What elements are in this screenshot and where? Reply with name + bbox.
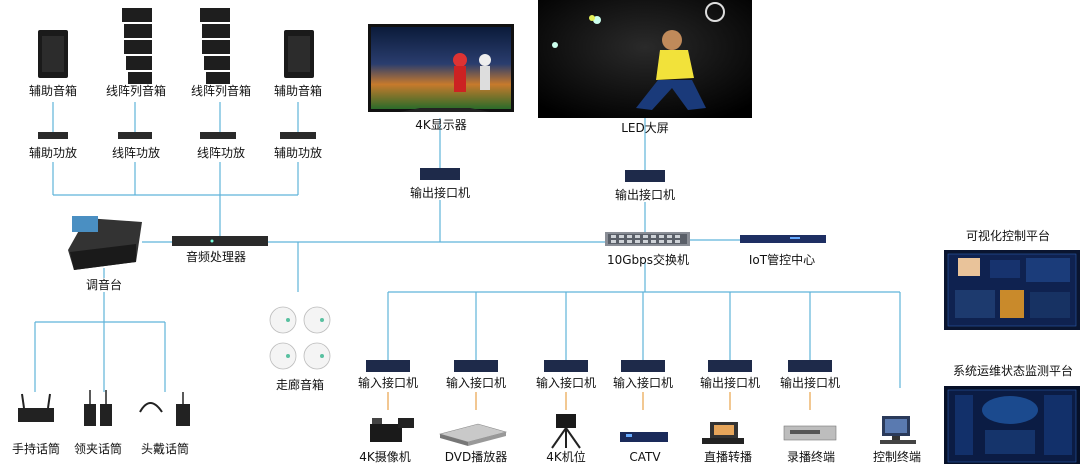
aux-speaker-left-label: 辅助音箱 (28, 84, 78, 98)
camera-4k-icon (370, 418, 414, 442)
output-box-1-label: 输出接口机 (409, 186, 471, 200)
led-screen-icon (538, 0, 752, 118)
camera-4k-label: 4K摄像机 (359, 450, 411, 464)
connection-lines (34, 102, 901, 392)
catv-label: CATV (629, 450, 661, 464)
aux-amp-left-label: 辅助功放 (28, 146, 78, 160)
line-array-speaker-1-label: 线阵列音箱 (105, 84, 167, 98)
aux-speaker-left-icon (38, 30, 68, 78)
control-terminal-icon (880, 416, 916, 444)
monitor-platform-label: 系统运维状态监测平台 (952, 364, 1074, 378)
iot-center-icon (740, 235, 826, 243)
dvd-player-icon (438, 423, 508, 446)
dvd-player-label: DVD播放器 (444, 450, 508, 464)
headset-mic-label: 头戴话筒 (140, 442, 190, 456)
live-broadcast-label: 直播转播 (703, 450, 753, 464)
corridor-speakers-label: 走廊音箱 (275, 378, 325, 392)
handheld-mic-label: 手持话筒 (11, 442, 61, 456)
led-screen-label: LED大屏 (621, 121, 669, 135)
bottom-box-label: 输入接口机 (445, 376, 507, 390)
line-array-amp-1-label: 线阵功放 (111, 146, 161, 160)
control-terminal-label: 控制终端 (872, 450, 922, 464)
audio-processor-icon (172, 236, 268, 246)
line-array-speaker-2-icon (200, 8, 230, 84)
amp-icons (38, 132, 316, 139)
display-4k-label: 4K显示器 (415, 118, 467, 132)
bottom-interface-box-icons (366, 360, 832, 372)
bottom-box-label: 输入接口机 (612, 376, 674, 390)
handheld-mic-icon (18, 393, 54, 422)
bottom-box-label: 输出接口机 (699, 376, 761, 390)
mixer-label: 调音台 (85, 278, 123, 292)
line-array-amp-2-label: 线阵功放 (196, 146, 246, 160)
display-4k-icon (368, 24, 514, 112)
recording-terminal-icon (783, 425, 837, 441)
output-box-2-label: 输出接口机 (614, 188, 676, 202)
switch-label: 10Gbps交换机 (606, 253, 690, 267)
bottom-box-label: 输入接口机 (357, 376, 419, 390)
bottom-box-label: 输入接口机 (535, 376, 597, 390)
recording-terminal-label: 录播终端 (786, 450, 836, 464)
catv-icon (620, 432, 668, 442)
lavalier-mic-icon (84, 390, 112, 426)
iot-center-label: IoT管控中心 (748, 253, 816, 267)
visual-platform-label: 可视化控制平台 (965, 229, 1051, 243)
headset-mic-icon (139, 392, 190, 426)
device-links (387, 392, 811, 410)
line-array-speaker-1-icon (122, 8, 152, 84)
live-broadcast-icon (702, 422, 744, 444)
monitor-platform-screen-icon (944, 386, 1080, 464)
aux-amp-right-label: 辅助功放 (273, 146, 323, 160)
mixer-icon (68, 216, 142, 270)
visual-platform-screen-icon (944, 250, 1080, 330)
output-box-top-icons (420, 168, 665, 182)
audio-processor-label: 音频处理器 (185, 250, 247, 264)
line-array-speaker-2-label: 线阵列音箱 (190, 84, 252, 98)
lavalier-mic-label: 领夹话筒 (73, 442, 123, 456)
aux-speaker-right-icon (284, 30, 314, 78)
switch-icon (605, 232, 690, 246)
bottom-box-label: 输出接口机 (779, 376, 841, 390)
corridor-speakers-icon (269, 306, 331, 370)
camera-position-label: 4K机位 (546, 450, 586, 464)
aux-speaker-right-label: 辅助音箱 (273, 84, 323, 98)
camera-4k-tripod-icon (551, 414, 581, 449)
